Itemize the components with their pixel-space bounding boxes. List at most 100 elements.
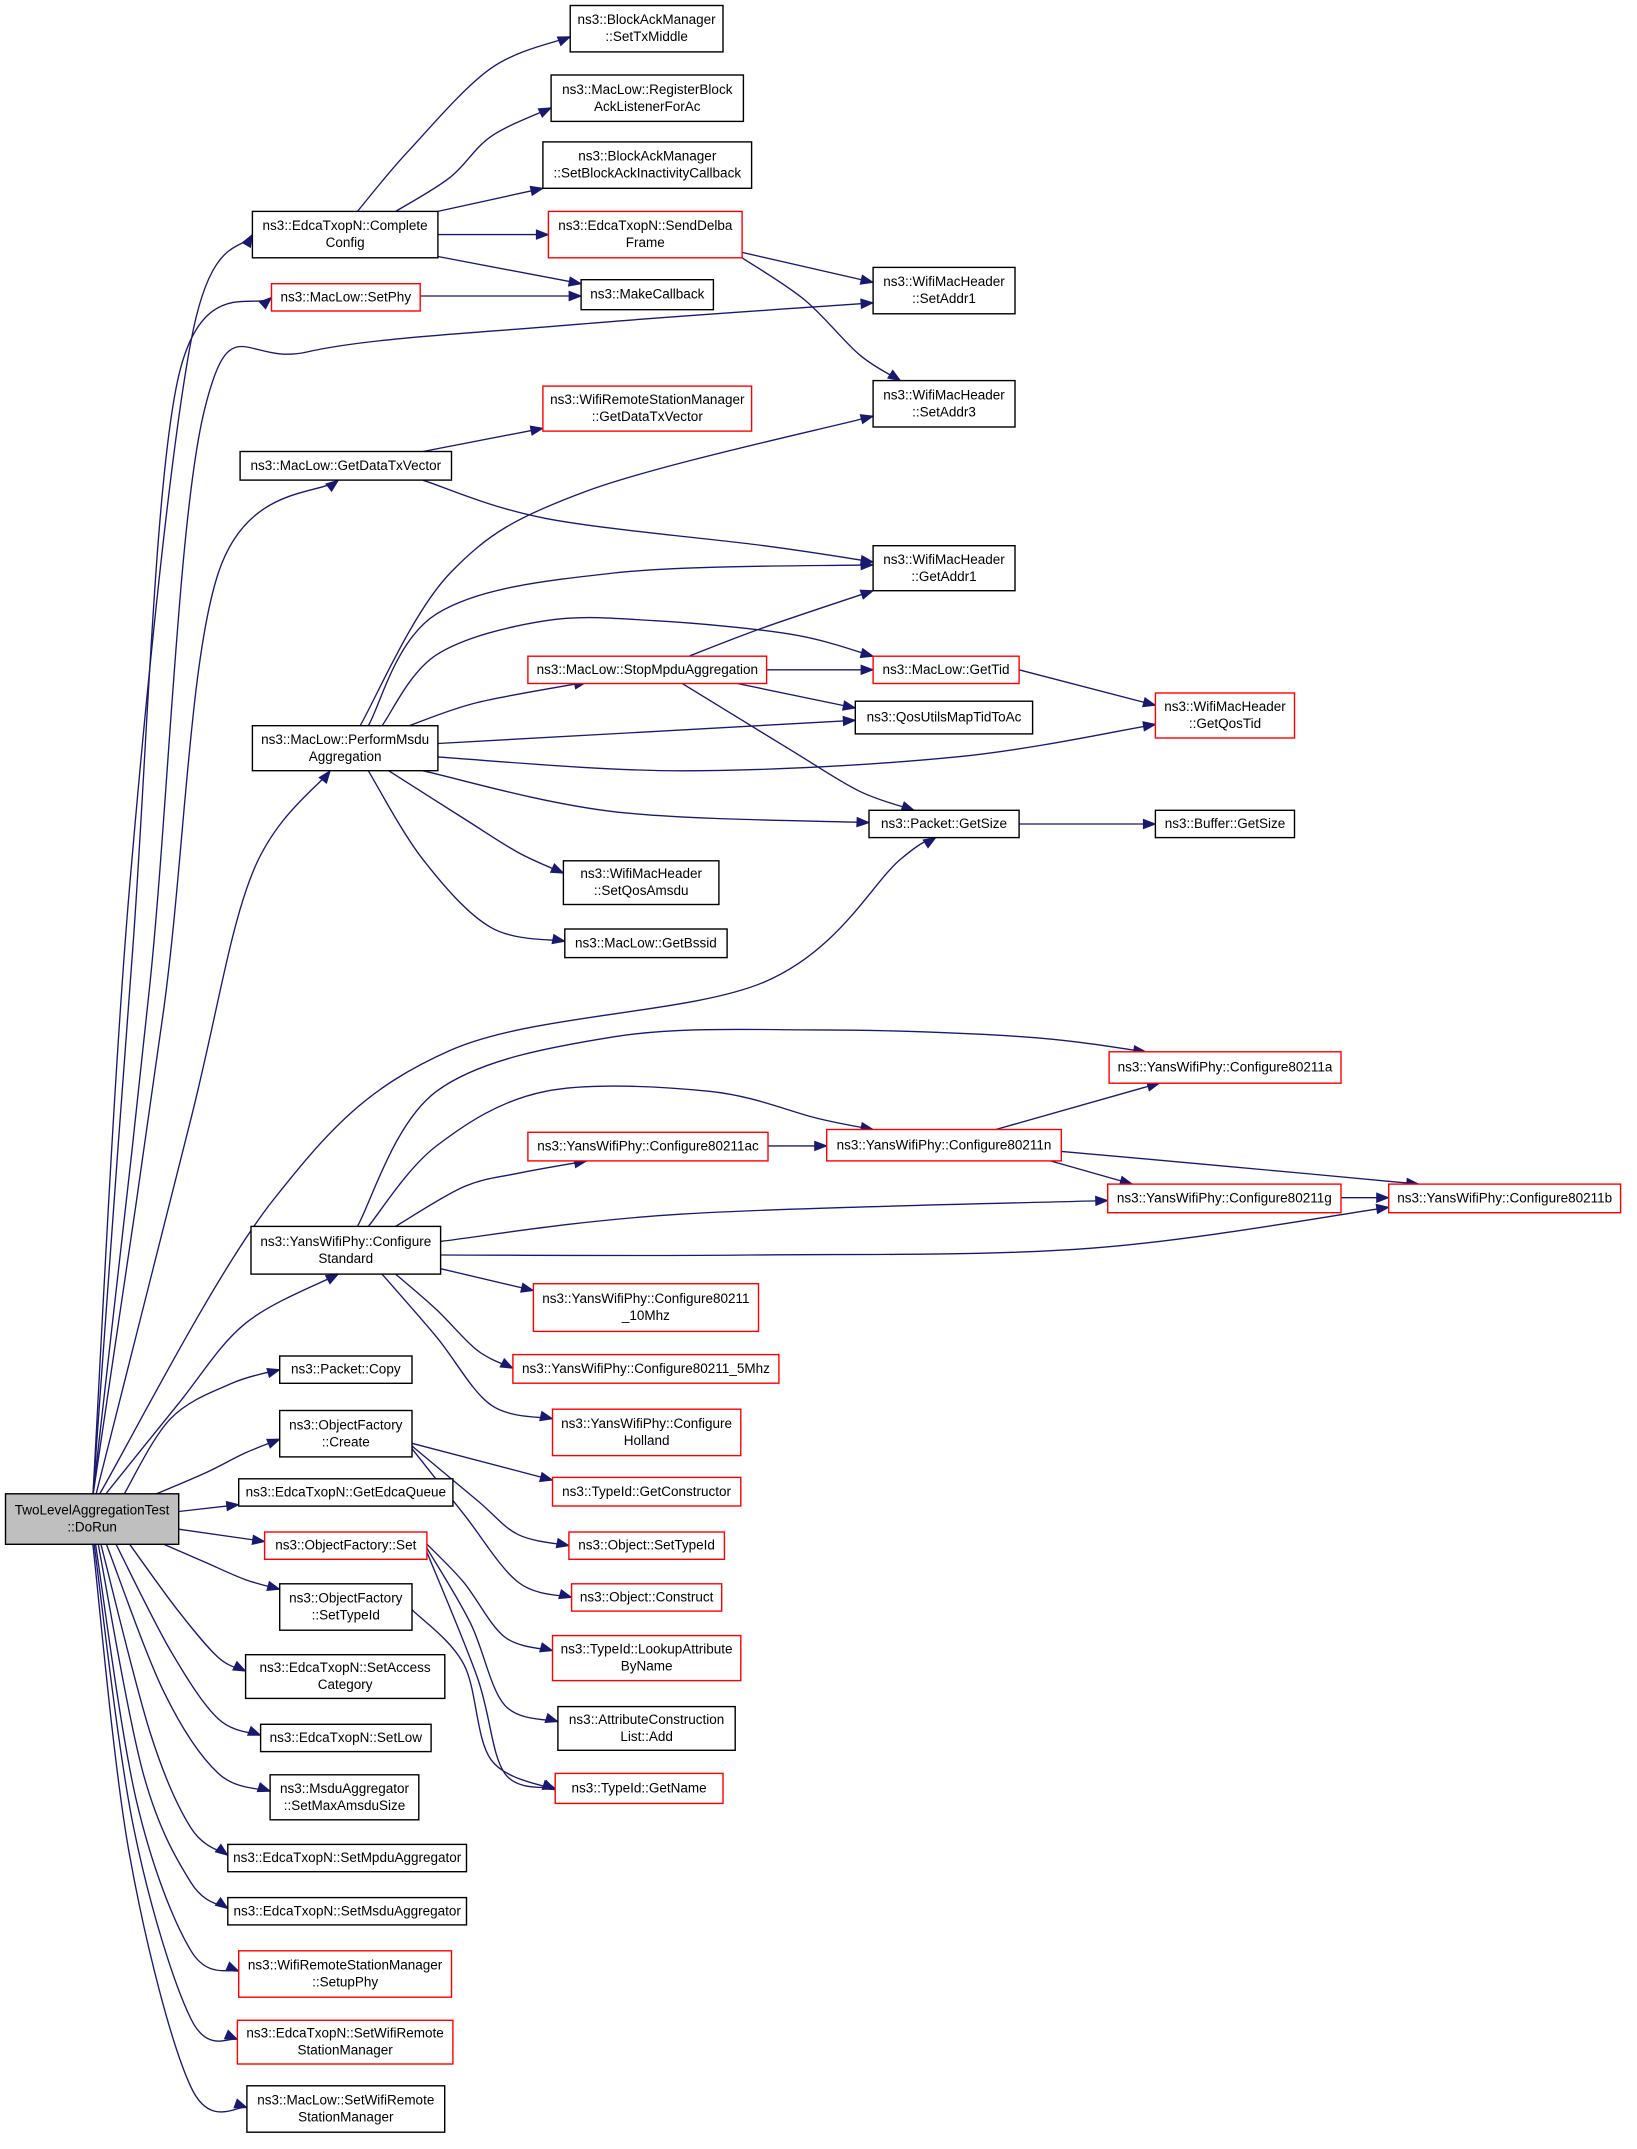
node-setMsduAgg[interactable]: ns3::EdcaTxopN::SetMsduAggregator bbox=[227, 1896, 468, 1926]
node-setMpduAgg[interactable]: ns3::EdcaTxopN::SetMpduAggregator bbox=[227, 1843, 468, 1873]
node-objSetTypeId[interactable]: ns3::Object::SetTypeId bbox=[568, 1531, 726, 1560]
node-cfg11a[interactable]: ns3::YansWifiPhy::Configure80211a bbox=[1108, 1051, 1342, 1084]
node-box bbox=[239, 450, 453, 481]
node-label: ns3::EdcaTxopN::GetEdcaQueue bbox=[246, 1485, 446, 1500]
node-setAddr3[interactable]: ns3::WifiMacHeader::SetAddr3 bbox=[872, 379, 1016, 428]
node-packetCopy[interactable]: ns3::Packet::Copy bbox=[279, 1355, 413, 1384]
arrowhead-performMsdu-to-getTid bbox=[859, 647, 875, 659]
arrowhead-ofSetTypeId-to-typeIdGetName bbox=[541, 1779, 557, 1791]
node-label: ::GetDataTxVector bbox=[592, 409, 704, 424]
node-qosUtils[interactable]: ns3::QosUtilsMapTidToAc bbox=[854, 700, 1034, 735]
node-box bbox=[826, 1128, 1063, 1162]
node-label: ByName bbox=[621, 1659, 673, 1674]
node-label: ns3::MsduAggregator bbox=[280, 1781, 410, 1796]
arrowhead-configureStandard-to-cfg11b bbox=[1375, 1203, 1391, 1215]
node-stopMpdu[interactable]: ns3::MacLow::StopMpduAggregation bbox=[527, 655, 768, 685]
node-ofSetTypeId[interactable]: ns3::ObjectFactory::SetTypeId bbox=[279, 1583, 413, 1631]
node-label: ns3::EdcaTxopN::SetLow bbox=[270, 1730, 423, 1745]
node-cfg10[interactable]: ns3::YansWifiPhy::Configure80211_10Mhz bbox=[532, 1282, 760, 1333]
node-getBssid[interactable]: ns3::MacLow::GetBssid bbox=[564, 928, 728, 959]
node-getEdcaQueue[interactable]: ns3::EdcaTxopN::GetEdcaQueue bbox=[237, 1478, 454, 1507]
node-box bbox=[557, 1705, 736, 1751]
edge-completeConfig-to-setTxMiddle bbox=[356, 36, 571, 212]
node-registerBlockAck[interactable]: ns3::MacLow::RegisterBlockAckListenerFor… bbox=[550, 74, 745, 123]
node-getTid[interactable]: ns3::MacLow::GetTid bbox=[872, 655, 1020, 685]
node-makeCallback[interactable]: ns3::MakeCallback bbox=[580, 279, 715, 311]
edge-performMsdu-to-getQosTid bbox=[437, 723, 1156, 772]
node-label: ns3::YansWifiPhy::Configure bbox=[561, 1416, 732, 1431]
arrowhead-configureStandard-to-cfg11g bbox=[1095, 1195, 1110, 1207]
node-setMaxAmsdu[interactable]: ns3::MsduAggregator::SetMaxAmsduSize bbox=[269, 1774, 420, 1821]
arrowhead-completeConfig-to-setTxMiddle bbox=[556, 36, 572, 47]
edge-root-to-completeConfig bbox=[92, 234, 253, 1497]
node-setupPhy[interactable]: ns3::WifiRemoteStationManager::SetupPhy bbox=[237, 1950, 453, 1998]
node-getQosTid[interactable]: ns3::WifiMacHeader::GetQosTid bbox=[1154, 692, 1296, 739]
node-label: ::SetTxMiddle bbox=[605, 29, 688, 44]
node-label: ns3::WifiMacHeader bbox=[883, 552, 1005, 567]
node-bufferGetSize[interactable]: ns3::Buffer::GetSize bbox=[1154, 809, 1296, 839]
node-label: Standard bbox=[318, 1251, 373, 1266]
node-label: ::GetAddr1 bbox=[911, 569, 976, 584]
node-root[interactable]: TwoLevelAggregationTest::DoRun bbox=[4, 1493, 180, 1546]
node-cfg11ac[interactable]: ns3::YansWifiPhy::Configure80211ac bbox=[527, 1131, 769, 1162]
arrowhead-stopMpdu-to-qosUtils bbox=[841, 700, 857, 711]
node-label: ns3::ObjectFactory bbox=[289, 1417, 403, 1432]
edge-ofSet-to-lookupAttr bbox=[426, 1543, 553, 1652]
node-setLow[interactable]: ns3::EdcaTxopN::SetLow bbox=[259, 1723, 432, 1753]
node-box bbox=[547, 210, 743, 259]
edge-performMsdu-to-getBssid bbox=[367, 770, 565, 942]
node-getDataTxVectorWrsm[interactable]: ns3::WifiRemoteStationManager::GetDataTx… bbox=[542, 385, 753, 432]
arrowhead-packetGetSize-to-bufferGetSize bbox=[1142, 818, 1157, 830]
node-getDataTxVectorLow[interactable]: ns3::MacLow::GetDataTxVector bbox=[239, 450, 453, 481]
arrowhead-completeConfig-to-makeCallback bbox=[567, 276, 583, 287]
node-packetGetSize[interactable]: ns3::Packet::GetSize bbox=[868, 809, 1020, 839]
node-setBlockAckInactivity[interactable]: ns3::BlockAckManager::SetBlockAckInactiv… bbox=[542, 141, 753, 189]
node-label: ::SetMaxAmsduSize bbox=[284, 1798, 406, 1813]
node-box bbox=[1154, 809, 1296, 839]
node-ofSet[interactable]: ns3::ObjectFactory::Set bbox=[263, 1531, 428, 1560]
node-ofCreate[interactable]: ns3::ObjectFactory::Create bbox=[279, 1409, 413, 1458]
node-edcaSetWrsm[interactable]: ns3::EdcaTxopN::SetWifiRemoteStationMana… bbox=[236, 2019, 454, 2065]
arrowhead-root-to-packetGetSize bbox=[922, 836, 937, 849]
edge-completeConfig-to-registerBlockAck bbox=[395, 107, 552, 212]
node-getConstructor[interactable]: ns3::TypeId::GetConstructor bbox=[551, 1476, 742, 1507]
edge-configureStandard-to-cfg11a bbox=[356, 1028, 1146, 1227]
node-box bbox=[527, 1131, 769, 1162]
node-label: ns3::BlockAckManager bbox=[578, 12, 717, 27]
node-label: ns3::ObjectFactory::Set bbox=[275, 1538, 416, 1553]
edge-performMsdu-to-setAddr3 bbox=[359, 415, 874, 727]
node-typeIdGetName[interactable]: ns3::TypeId::GetName bbox=[554, 1772, 724, 1805]
node-setTxMiddle[interactable]: ns3::BlockAckManager::SetTxMiddle bbox=[569, 4, 724, 53]
node-setQosAmsdu[interactable]: ns3::WifiMacHeader::SetQosAmsdu bbox=[562, 860, 720, 906]
node-label: ns3::WifiRemoteStationManager bbox=[550, 392, 745, 407]
arrowhead-configureStandard-to-cfg10 bbox=[520, 1282, 535, 1293]
node-cfg11g[interactable]: ns3::YansWifiPhy::Configure80211g bbox=[1106, 1183, 1342, 1214]
edge-root-to-setMsduAgg bbox=[97, 1544, 229, 1910]
node-label: ns3::EdcaTxopN::Complete bbox=[263, 218, 428, 233]
node-objConstruct[interactable]: ns3::Object::Construct bbox=[570, 1583, 723, 1612]
node-getAddr1[interactable]: ns3::WifiMacHeader::GetAddr1 bbox=[872, 545, 1016, 592]
node-setPhy[interactable]: ns3::MacLow::SetPhy bbox=[270, 283, 421, 312]
node-label: ns3::Packet::Copy bbox=[291, 1362, 401, 1377]
node-label: ns3::AttributeConstruction bbox=[569, 1712, 724, 1727]
node-label: List::Add bbox=[620, 1729, 673, 1744]
node-cfg11n[interactable]: ns3::YansWifiPhy::Configure80211n bbox=[826, 1128, 1063, 1162]
node-setAddr1[interactable]: ns3::WifiMacHeader::SetAddr1 bbox=[872, 266, 1016, 315]
node-label: ns3::MacLow::PerformMsdu bbox=[261, 732, 429, 747]
edges-layer bbox=[92, 36, 1421, 2113]
node-cfg5[interactable]: ns3::YansWifiPhy::Configure80211_5Mhz bbox=[512, 1353, 780, 1384]
arrowhead-root-to-setLow bbox=[246, 1725, 262, 1736]
edge-performMsdu-to-getTid bbox=[381, 616, 874, 727]
edge-configureStandard-to-cfg11ac bbox=[395, 1160, 587, 1227]
node-cfg11b[interactable]: ns3::YansWifiPhy::Configure80211b bbox=[1387, 1183, 1622, 1214]
node-box bbox=[868, 809, 1020, 839]
